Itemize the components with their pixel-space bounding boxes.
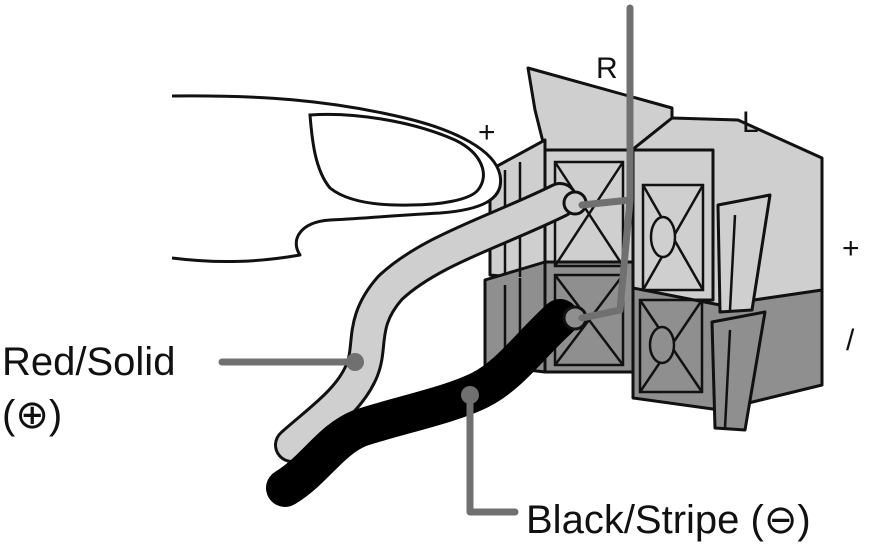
leader-bottom-terminal [578, 196, 634, 322]
fingernail [308, 112, 485, 207]
polarity-plus-side-label: + [842, 232, 860, 265]
leader-dot-red [346, 353, 364, 371]
red-wire-label: Red/Solid [2, 340, 175, 384]
channel-left-label: L [742, 106, 759, 139]
leader-dot-black [461, 386, 479, 404]
polarity-minus-side-label: / [846, 324, 855, 357]
polarity-plus-top-label: + [478, 116, 496, 149]
black-wire-label: Black/Stripe (⊖) [526, 498, 811, 542]
leader-lines [218, 4, 634, 516]
channel-right-label: R [596, 52, 618, 85]
red-wire-polarity-label: (⊕) [2, 393, 62, 437]
red-solid-wire-fill [277, 185, 575, 460]
black-stripe-wire [266, 299, 579, 507]
leader-black-wire [466, 391, 519, 516]
